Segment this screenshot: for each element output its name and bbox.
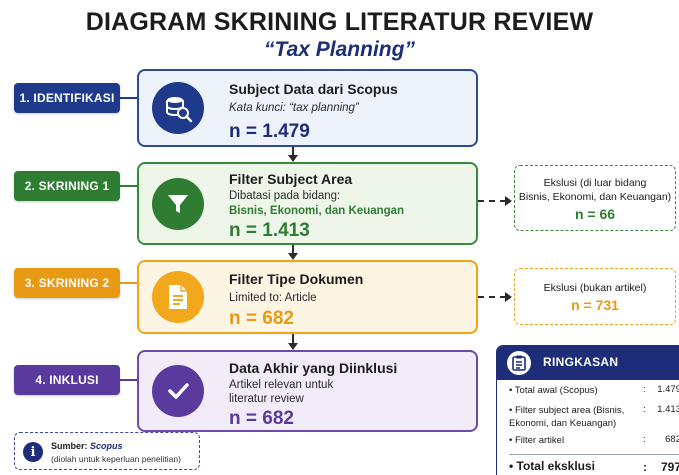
summary-row-label: • Total awal (Scopus): [509, 385, 598, 396]
summary-row-label: • Filter subject area (Bisnis, Ekonomi, …: [509, 405, 625, 429]
stage-label-skrining-2: 3. SKRINING 2: [14, 268, 120, 298]
connector-line: [120, 282, 137, 284]
exclusion-count: n = 731: [571, 297, 619, 313]
summary-header: RINGKASAN: [497, 346, 679, 380]
flow-arrow: [292, 147, 294, 155]
stage-label-skrining-1: 2. SKRINING 1: [14, 171, 120, 201]
box-title: Filter Subject Area: [229, 171, 353, 187]
diagram-title: DIAGRAM SKRINING LITERATUR REVIEW: [85, 8, 594, 36]
box-highlight: Bisnis, Ekonomi, dan Keuangan: [229, 205, 405, 217]
summary-title: RINGKASAN: [543, 355, 619, 369]
source-line: Sumber: Scopus: [51, 441, 123, 451]
final-inclusion-box: Data Akhir yang Diinklusi Artikel releva…: [137, 350, 478, 432]
exclusion-arrow: [478, 296, 506, 298]
box-title: Subject Data dari Scopus: [229, 81, 398, 97]
document-icon: [152, 271, 204, 323]
flow-arrow: [292, 245, 294, 253]
summary-row-colon: :: [643, 384, 646, 395]
document-type-filter-box: Filter Tipe Dokumen Limited to: Article …: [137, 260, 478, 334]
funnel-icon: [152, 178, 204, 230]
box-count: n = 1.479: [229, 121, 310, 142]
exclusion-count: n = 66: [574, 206, 616, 222]
flow-arrow-head: [288, 343, 298, 350]
summary-panel: RINGKASAN • Total awal (Scopus) : 1.479 …: [496, 345, 679, 475]
database-search-icon: [152, 82, 204, 134]
summary-total-value: 797: [660, 460, 679, 474]
flow-arrow: [292, 334, 294, 343]
checkmark-icon: [152, 365, 204, 417]
summary-row-value: 682: [665, 434, 679, 445]
exclusion-arrow: [478, 200, 506, 202]
exclusion-box-document: Ekslusi (bukan artikel) n = 731: [514, 268, 676, 325]
connector-line: [120, 185, 137, 187]
source-note-text: (diolah untuk keperluan penelitian): [51, 454, 181, 464]
summary-row-label: • Filter artikel: [509, 435, 565, 446]
exclusion-arrow-head: [505, 196, 512, 206]
connector-line: [120, 97, 137, 99]
flow-arrow-head: [288, 253, 298, 260]
exclusion-text: Ekslusi (bukan artikel): [543, 282, 647, 294]
info-icon: i: [23, 442, 43, 462]
exclusion-box-subject: Ekslusi (di luar bidang Bisnis, Ekonomi,…: [514, 165, 676, 231]
box-title: Data Akhir yang Diinklusi: [229, 360, 398, 376]
summary-row-colon: :: [643, 434, 646, 445]
box-count: n = 682: [229, 408, 294, 429]
source-note: i Sumber: Scopus (diolah untuk keperluan…: [14, 432, 200, 470]
identification-box: Subject Data dari Scopus Kata kunci: “ta…: [137, 69, 478, 147]
diagram-subtitle: “Tax Planning”: [264, 38, 415, 61]
summary-row-value: 1.413: [657, 404, 679, 415]
box-text: Limited to: Article: [229, 292, 317, 304]
source-label: Sumber:: [51, 441, 88, 451]
box-text: Artikel relevan untuk: [229, 379, 334, 391]
source-name: Scopus: [90, 441, 123, 451]
subject-area-filter-box: Filter Subject Area Dibatasi pada bidang…: [137, 162, 478, 245]
clipboard-icon: [507, 351, 531, 375]
box-text: Kata kunci: “tax planning”: [229, 102, 359, 114]
exclusion-text: Ekslusi (di luar bidang: [543, 177, 647, 189]
box-count: n = 1.413: [229, 220, 310, 241]
summary-total-label: • Total eksklusi: [509, 459, 596, 473]
summary-total-colon: :: [643, 460, 647, 474]
stage-label-identifikasi: 1. IDENTIFIKASI: [14, 83, 120, 113]
summary-row-value: 1.479: [657, 384, 679, 395]
summary-divider: [509, 454, 679, 455]
box-text: literatur review: [229, 393, 304, 405]
exclusion-text: Bisnis, Ekonomi, dan Keuangan): [518, 191, 672, 203]
box-title: Filter Tipe Dokumen: [229, 271, 364, 287]
summary-row-colon: :: [643, 404, 646, 415]
box-text: Dibatasi pada bidang:: [229, 190, 341, 202]
box-count: n = 682: [229, 308, 294, 329]
stage-label-inklusi: 4. INKLUSI: [14, 365, 120, 395]
exclusion-arrow-head: [505, 292, 512, 302]
flow-arrow-head: [288, 155, 298, 162]
connector-line: [120, 379, 137, 381]
